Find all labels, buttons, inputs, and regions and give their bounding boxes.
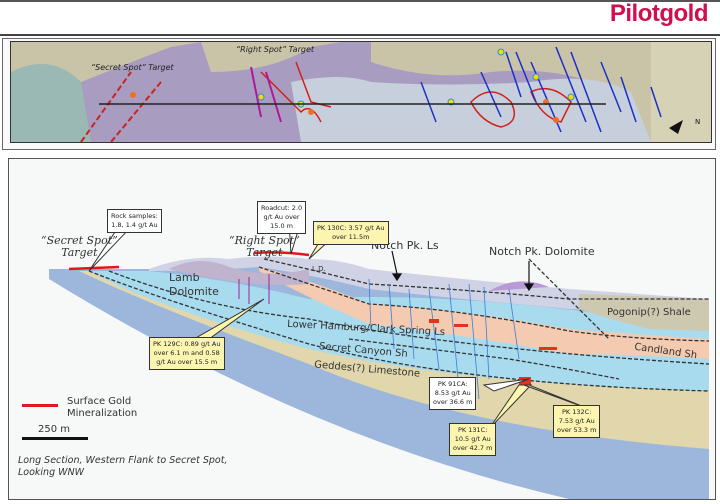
callout-line: 10.5 g/t Au (454, 435, 491, 443)
surface-gold-lines (68, 251, 310, 271)
callout-line: Roadcut: 2.0 (261, 204, 303, 212)
callout-line: PK 91CA: (437, 380, 468, 388)
right-spot-target: Target (246, 246, 283, 259)
callout-line: 8.53 g/t Au (434, 389, 471, 397)
right-spot-title: “Right Spot” (229, 234, 300, 247)
callout-line: over 36.6 m (433, 398, 473, 406)
map-label-right-spot: “Right Spot” Target (236, 45, 315, 54)
callout-line: over 42.7 m (453, 444, 493, 452)
caption-line2: Looking WNW (18, 467, 85, 478)
plan-map-graphic: N “Secret Spot” Target “Right Spot” Targ… (11, 42, 711, 142)
callout-line: g/t Au over 15.5 m (156, 358, 218, 366)
callout-line: 15.0 m (270, 222, 294, 230)
plan-map: N “Secret Spot” Target “Right Spot” Targ… (10, 41, 712, 143)
callout-line: over 11.5m (332, 233, 370, 241)
section-label-secret-spot: “Secret Spot” Target (41, 235, 118, 259)
legend-gold-line (22, 404, 58, 407)
callout-roadcut: Roadcut: 2.0 g/t Au over 15.0 m (257, 201, 307, 234)
pilotgold-logo: Pilotgold (609, 0, 709, 27)
legend-line2: Mineralization (67, 408, 138, 419)
legend-label: Surface Gold Mineralization (67, 396, 137, 420)
callout-line: PK 129C: 0.89 g/t Au (153, 340, 221, 348)
callout-pk91ca: PK 91CA: 8.53 g/t Au over 36.6 m (429, 377, 477, 410)
scale-bar (22, 437, 88, 440)
secret-spot-target: Target (61, 246, 98, 259)
north-label: N (695, 118, 700, 126)
lamb-line2: Dolomite (169, 285, 219, 298)
long-section-panel: “Secret Spot” Target “Right Spot” Target… (8, 158, 716, 500)
unit-lamb-dolomite: Lamb Dolomite (169, 271, 219, 299)
callout-line: over 53.3 m (557, 426, 597, 434)
callout-pk131c: PK 131C: 10.5 g/t Au over 42.7 m (449, 423, 497, 456)
callout-line: g/t Au over (263, 213, 300, 221)
unit-pogonip-shale: Pogonip(?) Shale (607, 307, 691, 318)
callout-line: 1.8, 1.4 g/t Au (111, 221, 158, 229)
legend-line1: Surface Gold (67, 396, 132, 407)
callout-rock-samples: Rock samples: 1.8, 1.4 g/t Au (107, 209, 162, 233)
top-border (0, 0, 720, 2)
caption-line1: Long Section, Western Flank to Secret Sp… (18, 455, 228, 466)
callout-pk129c: PK 129C: 0.89 g/t Au over 6.1 m and 0.58… (149, 337, 225, 370)
callout-line: Rock samples: (111, 212, 158, 220)
callout-line: over 6.1 m and 0.58 (153, 349, 220, 357)
section-caption: Long Section, Western Flank to Secret Sp… (18, 455, 227, 479)
unit-notch-pk-dolomite: Notch Pk. Dolomite (489, 245, 595, 258)
callout-line: PK 132C: (562, 408, 592, 416)
secret-spot-title: “Secret Spot” (41, 234, 118, 247)
callout-line: PK 130C: 3.57 g/t Au (317, 224, 385, 232)
callout-pk132c: PK 132C: 7.53 g/t Au over 53.3 m (553, 405, 601, 438)
lamb-line1: Lamb (169, 271, 200, 284)
callout-line: PK 131C: (458, 426, 488, 434)
section-label-right-spot: “Right Spot” Target (229, 235, 300, 259)
map-label-secret-spot: “Secret Spot” Target (91, 63, 175, 72)
header-divider (0, 34, 720, 36)
unit-ld: L.D. (312, 265, 326, 273)
callout-line: 7.53 g/t Au (558, 417, 595, 425)
long-section-graphic (49, 220, 710, 499)
callout-pk130c: PK 130C: 3.57 g/t Au over 11.5m (313, 221, 389, 245)
scale-bar-label: 250 m (38, 424, 71, 435)
